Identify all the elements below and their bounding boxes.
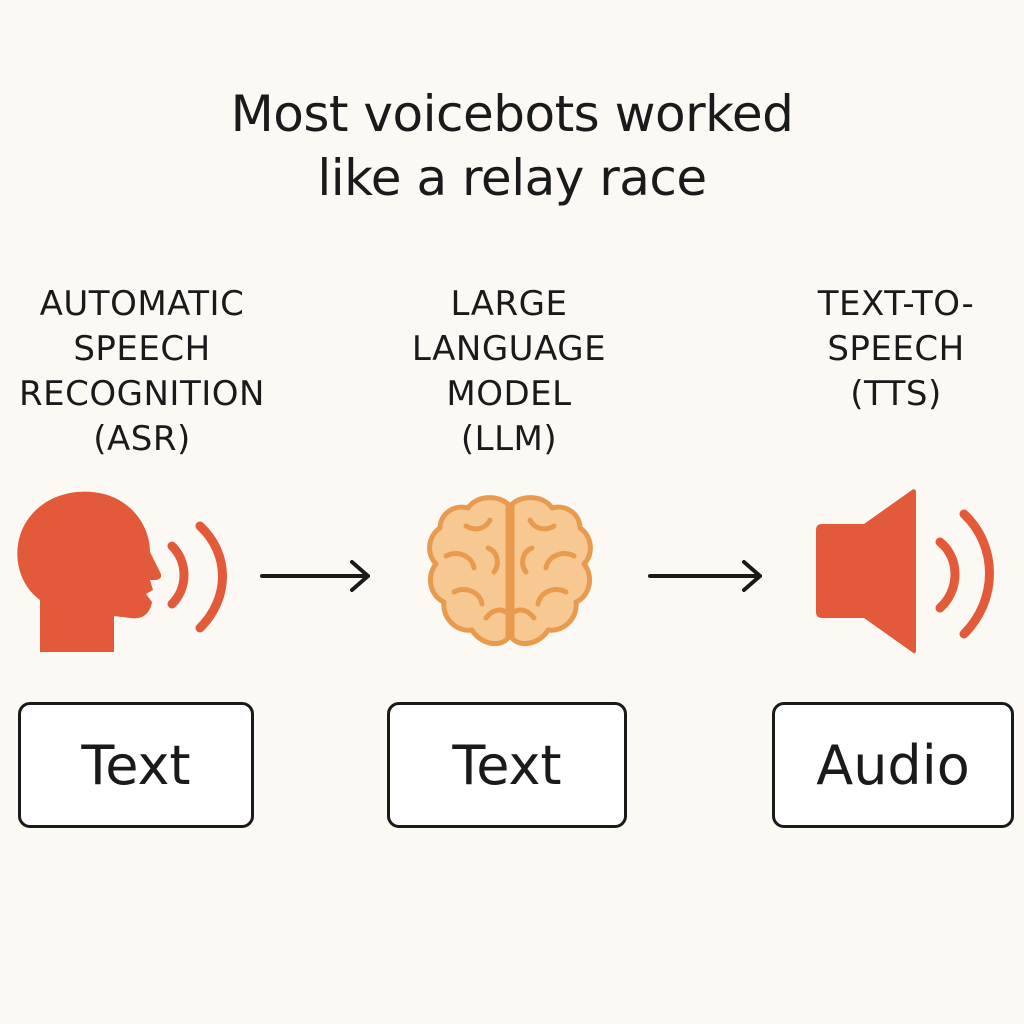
stage-label-line: RECOGNITION	[19, 374, 265, 414]
stage-label-line: (TTS)	[850, 374, 942, 414]
stage-label-line: AUTOMATIC	[39, 284, 245, 324]
stage-label-line: (LLM)	[460, 419, 558, 459]
stage-label-tts: TEXT-TO- SPEECH (TTS)	[768, 282, 1024, 417]
stage-label-line: (ASR)	[93, 419, 191, 459]
title-line-1: Most voicebots worked	[230, 85, 794, 143]
output-box-tts: Audio	[772, 702, 1014, 828]
speaking-head-icon	[17, 491, 227, 652]
output-box-llm: Text	[387, 702, 627, 828]
output-label: Text	[452, 733, 562, 797]
output-box-asr: Text	[18, 702, 254, 828]
diagram-title: Most voicebots worked like a relay race	[112, 82, 912, 210]
stage-label-line: SPEECH	[73, 329, 211, 369]
title-line-2: like a relay race	[317, 149, 707, 207]
output-label: Text	[81, 733, 191, 797]
stage-label-llm: LARGE LANGUAGE MODEL (LLM)	[374, 282, 644, 462]
stage-label-line: LANGUAGE	[411, 329, 607, 369]
stage-label-line: SPEECH	[827, 329, 965, 369]
brain-icon	[427, 495, 593, 647]
stage-label-asr: AUTOMATIC SPEECH RECOGNITION (ASR)	[0, 282, 284, 462]
stage-label-line: LARGE	[450, 284, 568, 324]
output-label: Audio	[816, 733, 970, 797]
stage-label-line: TEXT-TO-	[817, 284, 975, 324]
arrow-right-icon	[260, 560, 370, 592]
speaker-icon	[816, 489, 994, 654]
stage-label-line: MODEL	[446, 374, 572, 414]
arrow-right-icon	[648, 560, 762, 592]
